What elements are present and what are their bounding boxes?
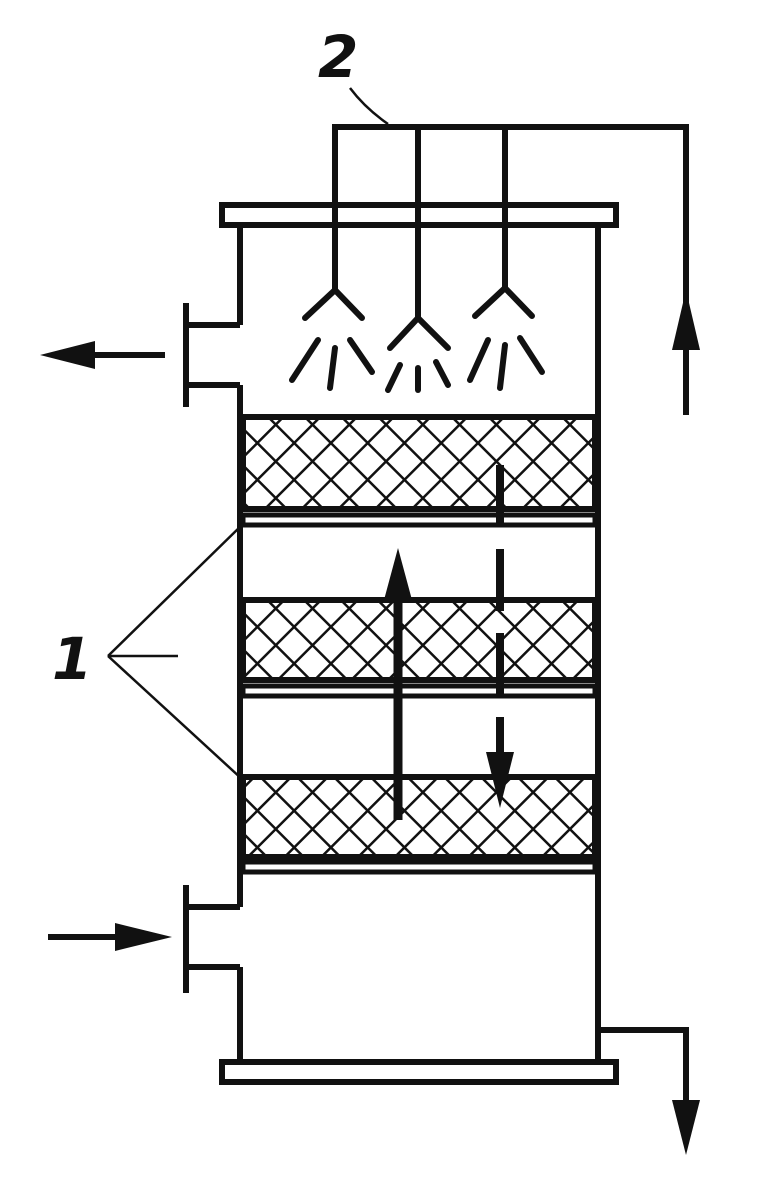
- label-2-leader: [349, 87, 389, 126]
- label-1-leaders: [107, 523, 244, 781]
- liquid-flow-down-arrow: [486, 465, 514, 808]
- packing-bed-top: [240, 414, 598, 528]
- arrow-up-icon: [672, 290, 700, 350]
- spray-nozzle-icon: [289, 285, 375, 391]
- bottom-flange: [219, 1059, 619, 1085]
- liquid-drain-pipe: [598, 1027, 689, 1110]
- spray-header: [332, 124, 689, 415]
- arrow-left-icon: [40, 341, 165, 369]
- spray-nozzles: [289, 283, 545, 393]
- spray-nozzle-icon: [467, 283, 545, 391]
- gas-inlet-nozzle: [183, 885, 240, 993]
- label-packing-beds: 1: [52, 625, 93, 693]
- spray-nozzle-icon: [385, 313, 451, 393]
- label-spray-header: 2: [318, 23, 359, 91]
- packing-bed-middle: [240, 597, 598, 699]
- packing-beds: [240, 414, 598, 875]
- arrow-down-icon: [672, 1100, 700, 1155]
- gas-flow-up-arrow: [384, 548, 412, 820]
- packing-bed-bottom: [240, 774, 598, 875]
- arrow-right-icon: [48, 923, 172, 951]
- gas-outlet-nozzle: [183, 303, 240, 407]
